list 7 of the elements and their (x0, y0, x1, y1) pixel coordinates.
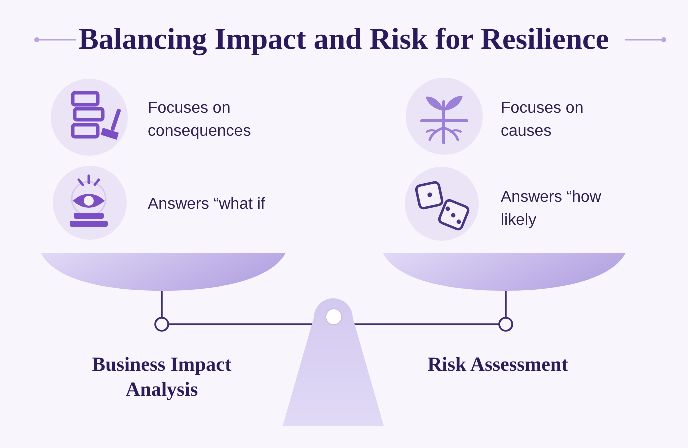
description-text: Focuses on causes (501, 100, 584, 140)
description-text: Answers “what if (148, 196, 266, 213)
description-text: Focuses on consequences (148, 100, 252, 140)
title: Balancing Impact and Risk for Resilience (78, 22, 610, 58)
scale-side-label: Business Impact Analysis (92, 354, 232, 401)
scale-side-label: Risk Assessment (428, 354, 568, 376)
description-text: Answers “how likely (501, 189, 602, 229)
